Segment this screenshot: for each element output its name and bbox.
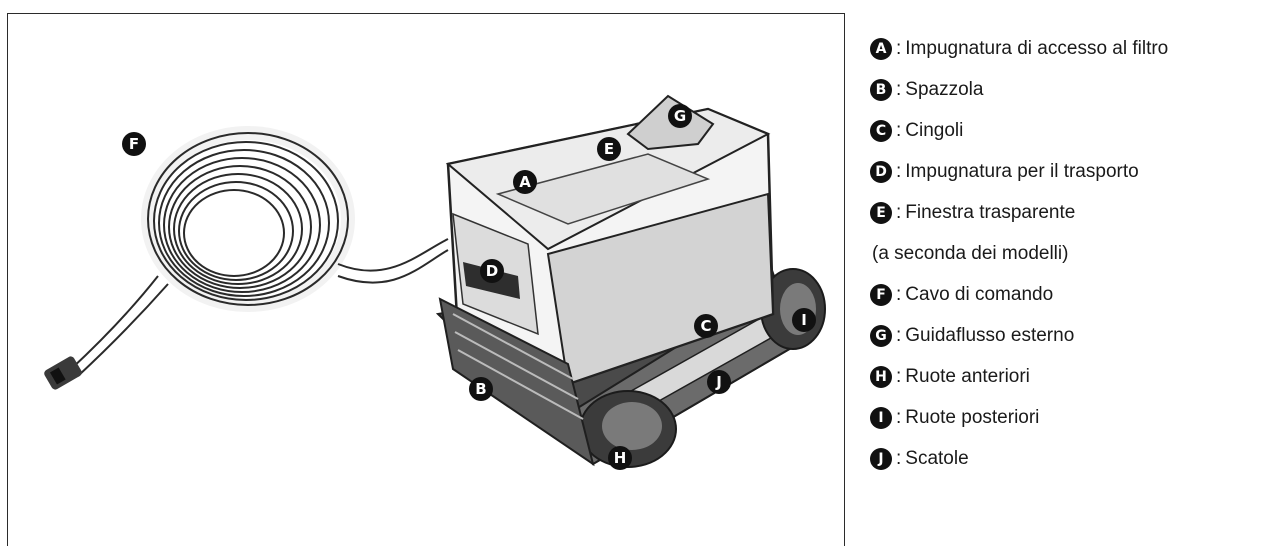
- letter-badge: C: [870, 119, 892, 142]
- letter-badge: J: [870, 447, 892, 470]
- legend-label: Spazzola: [905, 78, 984, 100]
- legend-label: Impugnatura di accesso al filtro: [905, 37, 1169, 59]
- legend-item-a: A : Impugnatura di accesso al filtro: [870, 28, 1265, 69]
- callout-c: C: [694, 314, 718, 338]
- legend-item-d: D : Impugnatura per il trasporto: [870, 151, 1265, 192]
- svg-text:F: F: [129, 135, 139, 153]
- svg-text:E: E: [604, 140, 614, 158]
- svg-text:J: J: [715, 373, 722, 391]
- callout-f: F: [122, 132, 146, 156]
- robot-illustration-frame: A B C D E F G H: [7, 13, 845, 546]
- brush-illustration: [438, 297, 595, 467]
- legend-item-f: F : Cavo di comando: [870, 274, 1265, 315]
- callout-h: H: [608, 446, 632, 470]
- svg-text:D: D: [486, 262, 498, 280]
- legend-separator: :: [896, 37, 902, 59]
- legend-separator: :: [896, 324, 902, 346]
- front-wheel-illustration: [579, 390, 677, 468]
- letter-badge: B: [870, 78, 892, 101]
- svg-text:C: C: [700, 317, 711, 335]
- legend-separator: :: [896, 283, 902, 305]
- parts-legend: A : Impugnatura di accesso al filtro B :…: [870, 28, 1265, 479]
- legend-note: (a seconda dei modelli): [870, 233, 1265, 274]
- legend-item-i: I : Ruote posteriori: [870, 397, 1265, 438]
- svg-text:A: A: [519, 173, 531, 191]
- letter-badge: G: [870, 324, 892, 347]
- legend-label: Ruote posteriori: [905, 406, 1040, 428]
- callout-g: G: [668, 104, 692, 128]
- callout-i: I: [792, 308, 816, 332]
- legend-label: Scatole: [905, 447, 969, 469]
- legend-separator: :: [896, 78, 902, 100]
- letter-badge: E: [870, 201, 892, 224]
- legend-separator: :: [896, 365, 902, 387]
- letter-badge: F: [870, 283, 892, 306]
- svg-text:I: I: [801, 311, 807, 329]
- pool-robot-illustration: A B C D E F G H: [44, 94, 826, 470]
- letter-badge: A: [870, 37, 892, 60]
- callout-d: D: [480, 259, 504, 283]
- letter-badge: H: [870, 365, 892, 388]
- control-cable-illustration: [69, 126, 449, 377]
- letter-badge: D: [870, 160, 892, 183]
- legend-label: Finestra trasparente: [905, 201, 1076, 223]
- legend-label: Guidaflusso esterno: [905, 324, 1075, 346]
- legend-item-e: E : Finestra trasparente: [870, 192, 1265, 233]
- callout-a: A: [513, 170, 537, 194]
- legend-separator: :: [896, 447, 902, 469]
- legend-note-text: (a seconda dei modelli): [872, 242, 1069, 264]
- svg-text:H: H: [614, 449, 627, 467]
- legend-label: Cingoli: [905, 119, 964, 141]
- legend-item-h: H : Ruote anteriori: [870, 356, 1265, 397]
- svg-text:G: G: [674, 107, 686, 125]
- letter-badge: I: [870, 406, 892, 429]
- legend-separator: :: [896, 406, 902, 428]
- legend-separator: :: [896, 119, 902, 141]
- legend-item-b: B : Spazzola: [870, 69, 1265, 110]
- legend-item-j: J : Scatole: [870, 438, 1265, 479]
- cable-connector-illustration: [44, 356, 82, 390]
- legend-label: Cavo di comando: [905, 283, 1054, 305]
- legend-separator: :: [896, 201, 902, 223]
- legend-item-c: C : Cingoli: [870, 110, 1265, 151]
- callout-b: B: [469, 377, 493, 401]
- callout-j: J: [707, 370, 731, 394]
- svg-text:B: B: [475, 380, 486, 398]
- legend-item-g: G : Guidaflusso esterno: [870, 315, 1265, 356]
- legend-separator: :: [896, 160, 902, 182]
- legend-label: Ruote anteriori: [905, 365, 1030, 387]
- legend-label: Impugnatura per il trasporto: [905, 160, 1139, 182]
- callout-e: E: [597, 137, 621, 161]
